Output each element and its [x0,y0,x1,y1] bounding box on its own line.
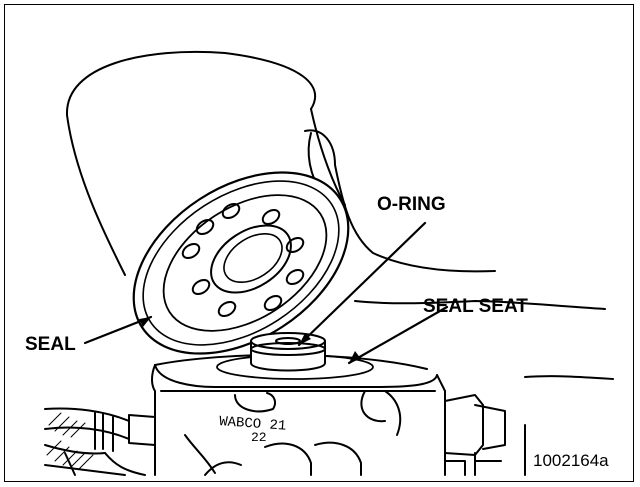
figure-frame: WABCO 21 22 O-RING SEAL SEAT SEAL 100216… [4,4,634,482]
filter-cartridge [65,50,350,355]
figure-id: 1002164a [533,451,609,470]
seal-seat-arrowhead [349,351,361,363]
o-ring-leader [297,221,427,347]
hatch-shading [46,412,94,470]
casting-text-line2: 22 [251,430,267,445]
casting-text-line1: WABCO 21 [219,414,287,435]
seal-arrowhead [139,317,151,327]
seal-seat-leader [347,305,449,365]
hose-fittings [44,407,156,476]
seal-label: SEAL [25,334,76,355]
technical-illustration: WABCO 21 22 [44,50,614,476]
leader-lines [83,221,449,365]
hand-illustration [304,129,614,380]
o-ring-label: O-RING [377,194,446,215]
o-ring-arrowhead [299,333,311,345]
filter-base-housing [151,332,526,476]
seal-seat-label: SEAL SEAT [423,296,528,317]
seal-leader [83,315,153,345]
